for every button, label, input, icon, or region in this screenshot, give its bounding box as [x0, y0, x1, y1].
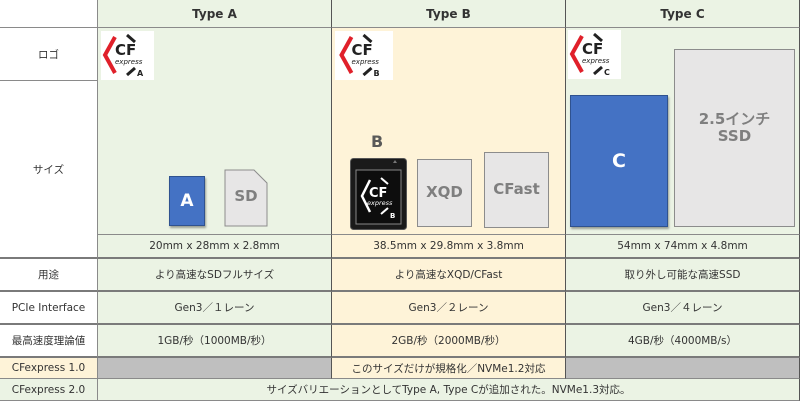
ssd-2-5-inch-card: 2.5インチ SSD	[674, 49, 795, 227]
svg-text:express: express	[115, 58, 143, 66]
svg-text:CF: CF	[369, 186, 387, 201]
svg-text:express: express	[352, 58, 380, 66]
type-a-pcie: Gen3／１レーン	[98, 292, 332, 325]
svg-text:B: B	[374, 69, 380, 78]
cfexpress-type-b-logo: CF express B	[335, 31, 393, 80]
cfexpress-logo-icon: CF express B	[339, 33, 380, 78]
row-label-logo: ロゴ	[0, 28, 98, 81]
cfexpress-type-c-logo: CF express C	[568, 30, 621, 79]
cfexpress-type-a-logo: CF express A	[101, 31, 154, 80]
svg-text:express: express	[582, 57, 610, 65]
header-type-a: Type A	[98, 0, 332, 28]
cfast-card: CFast	[484, 152, 549, 228]
type-b-pcie: Gen3／２レーン	[332, 292, 566, 325]
type-a-dimensions: 20mm x 28mm x 2.8mm	[98, 235, 332, 259]
row-label-pcie: PCIe Interface	[0, 292, 98, 325]
svg-text:CF: CF	[582, 40, 603, 58]
type-c-usage: 取り外し可能な高速SSD	[566, 259, 800, 292]
type-c-pcie: Gen3／４レーン	[566, 292, 800, 325]
type-a-card: A	[169, 176, 205, 226]
sd-card-icon	[224, 169, 268, 227]
header-corner	[0, 0, 98, 28]
svg-text:B: B	[390, 212, 395, 220]
ssd-label-line2: SSD	[717, 127, 752, 145]
svg-text:C: C	[604, 68, 610, 77]
type-b-dimensions: 38.5mm x 29.8mm x 3.8mm	[332, 235, 566, 259]
cfexpress-b-card-icon: CF express B	[350, 158, 407, 230]
svg-text:CF: CF	[115, 41, 136, 59]
type-c-max-speed: 4GB/秒（4000MB/s）	[566, 325, 800, 358]
row-label-cfexpress-1: CFexpress 1.0	[0, 358, 98, 379]
sd-card-shape: SD	[224, 169, 268, 227]
type-b-card: CF express B	[350, 158, 408, 230]
row-label-size: サイズ	[0, 81, 98, 259]
svg-text:express: express	[367, 199, 393, 207]
type-b-card-label: B	[371, 132, 384, 151]
cfexpress-logo-icon: CF express A	[102, 33, 144, 78]
row-label-max-speed: 最高速度理論値	[0, 325, 98, 358]
type-b-cfexpress-1-note: このサイズだけが規格化／NVMe1.2対応	[332, 358, 566, 379]
type-a-max-speed: 1GB/秒（1000MB/秒）	[98, 325, 332, 358]
header-type-b: Type B	[332, 0, 566, 28]
xqd-card: XQD	[417, 159, 472, 227]
cfexpress-logo-icon: CF express C	[569, 32, 610, 77]
type-c-card: C	[570, 95, 668, 227]
type-a-usage: より高速なSDフルサイズ	[98, 259, 332, 292]
ssd-label-line1: 2.5インチ	[698, 109, 771, 128]
cfexpress-2-note: サイズバリエーションとしてType A, Type Cが追加された。NVMe1.…	[98, 379, 800, 401]
header-type-c: Type C	[566, 0, 800, 28]
svg-text:CF: CF	[352, 41, 373, 59]
row-label-cfexpress-2: CFexpress 2.0	[0, 379, 98, 401]
row-label-usage: 用途	[0, 259, 98, 292]
svg-text:A: A	[137, 69, 144, 78]
type-b-max-speed: 2GB/秒（2000MB/秒）	[332, 325, 566, 358]
sd-label: SD	[234, 187, 258, 205]
type-b-usage: より高速なXQD/CFast	[332, 259, 566, 292]
type-c-cfexpress-1-na	[566, 358, 800, 379]
type-a-cfexpress-1-na	[98, 358, 332, 379]
type-c-dimensions: 54mm x 74mm x 4.8mm	[566, 235, 800, 259]
